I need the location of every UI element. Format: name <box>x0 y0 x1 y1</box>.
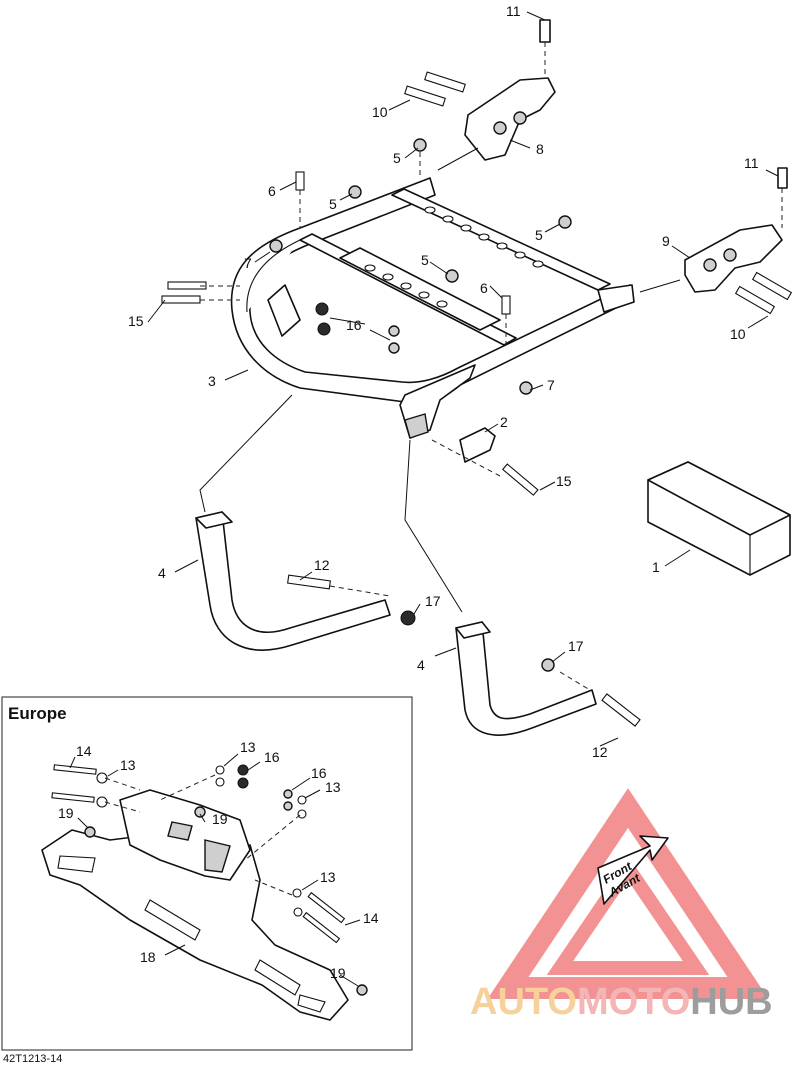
callout-5-c: 5 <box>535 227 543 243</box>
callout-9: 9 <box>662 233 670 249</box>
europe-callout-19-a: 19 <box>58 805 74 821</box>
europe-fasteners <box>51 764 368 996</box>
callout-10-upper: 10 <box>372 104 388 120</box>
callout-15-left: 15 <box>128 313 144 329</box>
europe-callout-16-a: 16 <box>264 749 280 765</box>
diagram-code: 42T1213-14 <box>3 1053 62 1065</box>
part-4-right-handle <box>455 621 597 736</box>
callout-17-right: 17 <box>568 638 584 654</box>
leader-lines <box>147 11 779 747</box>
callout-7-b: 7 <box>547 377 555 393</box>
callout-10-right: 10 <box>730 326 746 342</box>
watermark: AUTOMOTOHUB <box>470 788 773 1023</box>
part-2-plate <box>459 427 496 463</box>
watermark-hub: HUB <box>690 981 772 1023</box>
callout-4-left: 4 <box>158 565 166 581</box>
europe-callout-14-a: 14 <box>76 743 92 759</box>
front-direction-marker: Front Avant <box>597 835 669 905</box>
part-9-bracket <box>684 224 783 293</box>
callout-12-right: 12 <box>592 744 608 760</box>
europe-inset-frame <box>1 696 413 1051</box>
callout-5-b: 5 <box>329 196 337 212</box>
europe-callout-13-c: 13 <box>325 779 341 795</box>
part-4-left-handle <box>195 511 391 651</box>
watermark-triangle-inner <box>546 855 710 975</box>
callout-1: 1 <box>652 559 660 575</box>
callout-2: 2 <box>500 414 508 430</box>
part-8-bracket <box>464 77 556 161</box>
europe-upper-bracket <box>119 789 251 881</box>
callout-5-d: 5 <box>421 252 429 268</box>
callout-15-right: 15 <box>556 473 572 489</box>
callout-3: 3 <box>208 373 216 389</box>
callout-7-a: 7 <box>244 255 252 271</box>
europe-leaders <box>69 753 361 987</box>
europe-callout-14-b: 14 <box>363 910 379 926</box>
callout-6-a: 6 <box>268 183 276 199</box>
europe-callout-13-b: 13 <box>240 739 256 755</box>
europe-inset: Europe <box>1 696 413 1051</box>
part-3-rack-frame <box>230 177 635 439</box>
callout-6-b: 6 <box>480 280 488 296</box>
callout-4-right: 4 <box>417 657 425 673</box>
europe-callout-13-d: 13 <box>320 869 336 885</box>
callout-17-left: 17 <box>425 593 441 609</box>
europe-callout-18: 18 <box>140 949 156 965</box>
europe-callout-13-a: 13 <box>120 757 136 773</box>
assembly-arrows <box>199 147 681 613</box>
callouts: 11 10 8 5 6 5 7 5 5 6 15 16 3 7 2 15 4 1… <box>128 3 759 760</box>
callout-16: 16 <box>346 317 362 333</box>
assembly-dash-lines <box>200 42 783 691</box>
europe-callout-16-b: 16 <box>311 765 327 781</box>
callout-11-right: 11 <box>744 155 759 171</box>
fasteners <box>161 19 793 727</box>
callout-5-a: 5 <box>393 150 401 166</box>
europe-callout-19-c: 19 <box>330 965 346 981</box>
callout-8: 8 <box>536 141 544 157</box>
callout-12-left: 12 <box>314 557 330 573</box>
rack-hole-strip <box>364 206 544 308</box>
europe-dash-lines <box>104 774 301 896</box>
callout-11-top: 11 <box>506 3 521 19</box>
watermark-moto: MOTO <box>577 981 690 1023</box>
europe-callout-19-b: 19 <box>212 811 228 827</box>
part-1-pad <box>647 461 791 576</box>
watermark-triangle <box>487 788 769 999</box>
europe-title: Europe <box>8 704 67 723</box>
watermark-auto: AUTO <box>470 981 577 1023</box>
svg-text:AUTOMOTOHUB: AUTOMOTOHUB <box>470 981 773 1023</box>
